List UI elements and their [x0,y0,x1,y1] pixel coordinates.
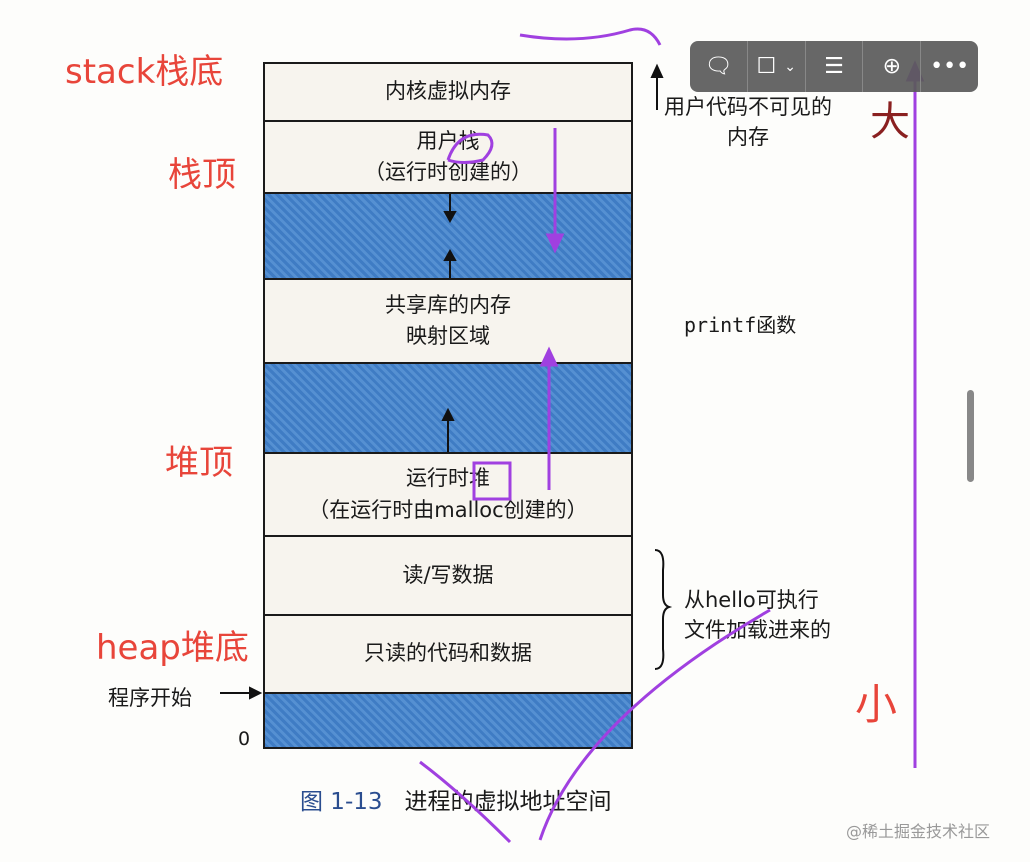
stack-top-annotation: 栈顶 [168,155,236,195]
row-rw-data: 读/写数据 [263,535,633,616]
text-layout-icon: ☰ [824,54,844,79]
row-label: （在运行时由malloc创建的） [308,497,588,522]
more-button[interactable]: ••• [921,41,978,92]
more-icon: ••• [930,54,970,79]
loaded-label: 从hello可执行文件加载进来的 [684,588,831,643]
scrollbar[interactable] [967,390,974,482]
small-annotation: 小 [855,680,898,729]
frame-dropdown-button[interactable]: ☐⌄ [748,41,806,92]
heap-bottom-annotation: heap堆底 [96,628,249,668]
row-kernel-memory: 内核虚拟内存 [263,62,633,122]
big-annotation: 大 [870,99,910,145]
row-label: （运行时创建的） [364,160,532,184]
row-shared-libraries: 共享库的内存映射区域 [263,278,633,364]
heap-top-annotation: 堆顶 [165,443,233,483]
row-label: 读/写数据 [402,562,494,587]
image-toolbar: 🗨 ☐⌄ ☰ ⊕ ••• [690,41,978,92]
download-icon: ⊕ [882,54,901,79]
comment-icon: 🗨 [704,54,733,79]
row-ro-code: 只读的代码和数据 [263,614,633,694]
row-runtime-heap: 运行时堆 （在运行时由malloc创建的） [263,452,633,537]
row-reserved [263,692,633,749]
row-label: 运行时堆 [406,466,490,490]
stack-bottom-annotation: stack栈底 [65,52,224,92]
invisible-memory-label: 用户代码不可见的内存 [664,95,832,150]
text-layout-button[interactable]: ☰ [806,41,864,92]
row-label: 内核虚拟内存 [385,79,511,104]
comment-button[interactable]: 🗨 [690,41,748,92]
row-label: 用户栈 [416,128,480,153]
row-label: 共享库的内存 [385,292,511,317]
row-label: 映射区域 [406,324,490,348]
watermark: @稀土掘金技术社区 [846,822,991,841]
program-start-label: 程序开始 [108,686,192,710]
printf-label: printf函数 [684,313,797,337]
frame-icon: ☐ [756,54,777,79]
row-label: 只读的代码和数据 [364,641,532,666]
download-button[interactable]: ⊕ [863,41,922,92]
zero-label: 0 [238,728,251,750]
chevron-down-icon: ⌄ [784,58,796,75]
